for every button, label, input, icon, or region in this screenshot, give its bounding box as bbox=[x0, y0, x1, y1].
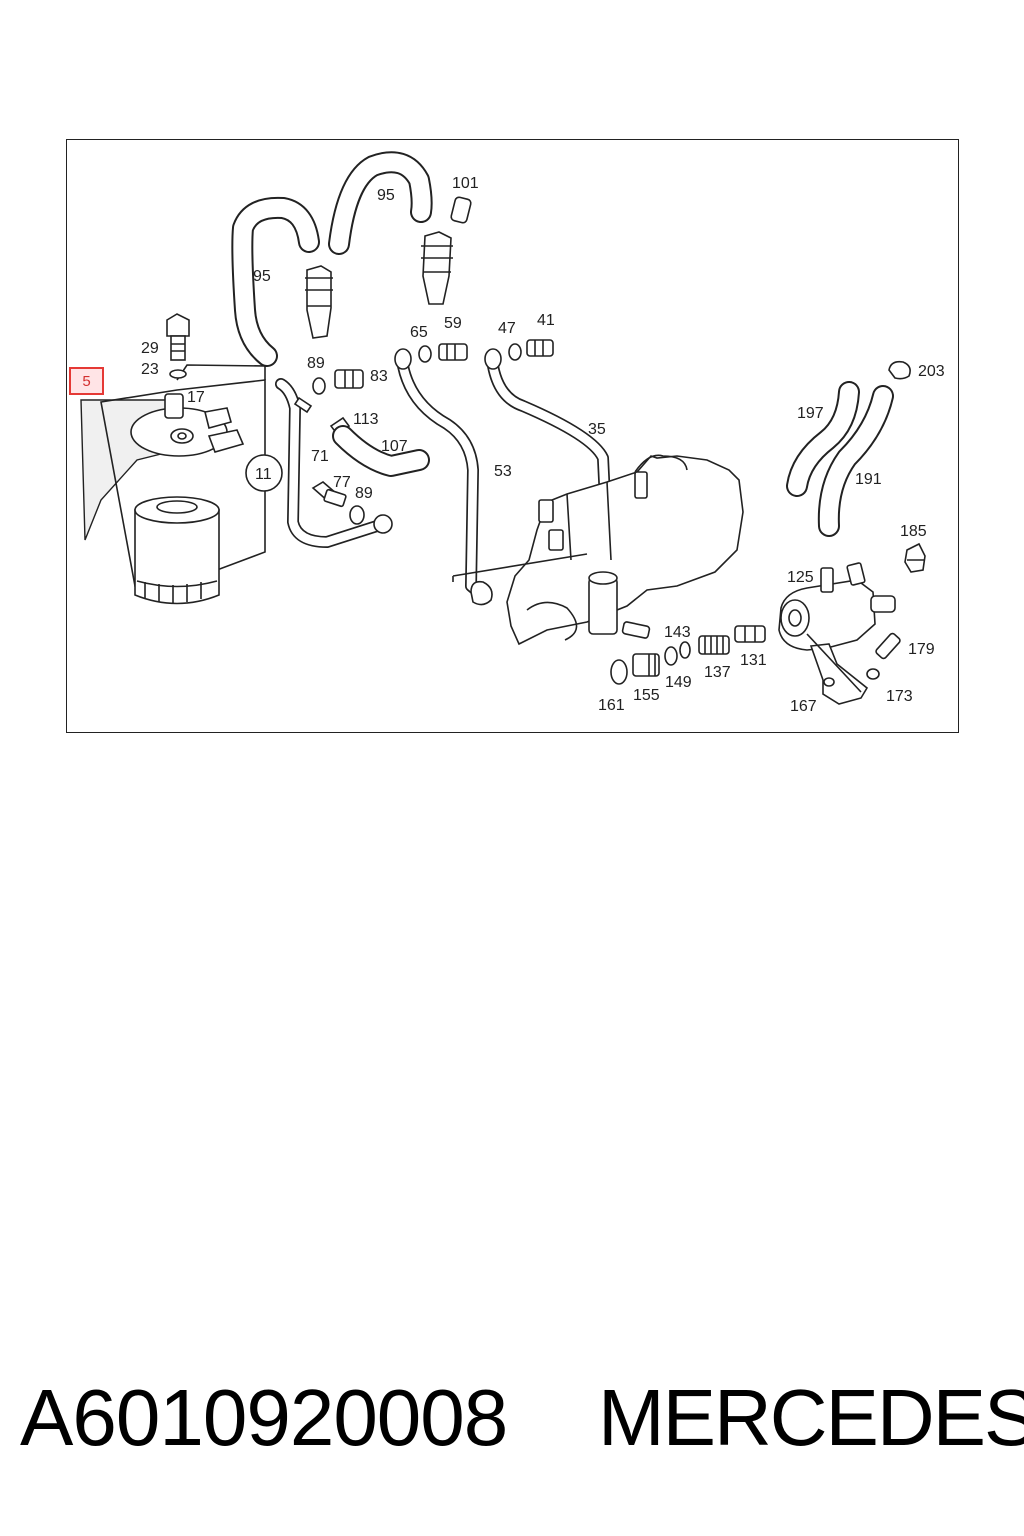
callout-label-101: 101 bbox=[452, 175, 479, 192]
pump-nozzle-stub bbox=[621, 621, 651, 639]
hose-end-101 bbox=[450, 196, 472, 224]
fuel-line-53 bbox=[397, 360, 489, 602]
callout-label-17: 17 bbox=[187, 389, 205, 406]
banjo-bolt-59 bbox=[438, 343, 468, 361]
fuel-system-exploded-diagram: 101 95 95 65 59 47 41 203 29 23 17 89 83… bbox=[80, 151, 945, 715]
seal-ring-23 bbox=[169, 369, 187, 379]
callout-label-197: 197 bbox=[797, 405, 824, 422]
fitting-179 bbox=[875, 632, 901, 660]
fuel-line-71 bbox=[275, 378, 383, 548]
callout-label-53: 53 bbox=[494, 463, 512, 480]
callout-label-59: 59 bbox=[444, 315, 462, 332]
callout-label-137: 137 bbox=[704, 664, 731, 681]
fuel-line-35 bbox=[487, 360, 613, 548]
washer-89-top bbox=[312, 377, 326, 395]
outlet-pipe-right bbox=[870, 595, 896, 613]
callout-label-11: 11 bbox=[255, 466, 272, 483]
callout-label-23: 23 bbox=[141, 361, 159, 378]
callout-label-95: 95 bbox=[377, 187, 395, 204]
callout-label-83: 83 bbox=[370, 368, 388, 385]
banjo-bolt-41 bbox=[526, 339, 554, 357]
injector-left bbox=[305, 265, 333, 339]
callout-label-89: 89 bbox=[307, 355, 325, 372]
callout-label-155: 155 bbox=[633, 687, 660, 704]
washer-89-bottom bbox=[349, 505, 365, 525]
callout-label-35: 35 bbox=[588, 421, 606, 438]
line-71-banjo bbox=[373, 514, 393, 534]
seal-161 bbox=[610, 659, 628, 685]
banjo-bolt-77 bbox=[311, 481, 347, 508]
callout-label-65: 65 bbox=[410, 324, 428, 341]
callout-label-179: 179 bbox=[908, 641, 935, 658]
fitting-185 bbox=[904, 542, 926, 573]
banjo-bolt-83 bbox=[334, 369, 364, 389]
spring-137 bbox=[698, 635, 730, 655]
leakoff-hose-95-right bbox=[328, 151, 433, 255]
valve-housing bbox=[778, 579, 876, 651]
callout-label-149: 149 bbox=[665, 674, 692, 691]
valve-131 bbox=[734, 625, 766, 643]
callout-label-185: 185 bbox=[900, 523, 927, 540]
hose-clamp-203 bbox=[888, 360, 911, 380]
callout-circle-11 bbox=[245, 454, 283, 492]
callout-label-113: 113 bbox=[353, 411, 379, 428]
banjo-bolt-29 bbox=[166, 313, 190, 361]
highlighted-part-callout[interactable]: 5 bbox=[69, 367, 104, 395]
parts-diagram-frame: 101 95 95 65 59 47 41 203 29 23 17 89 83… bbox=[66, 139, 959, 733]
banjo-fitting-65 bbox=[394, 348, 412, 370]
callout-label-47: 47 bbox=[498, 320, 516, 337]
callout-label-143: 143 bbox=[664, 624, 691, 641]
injection-pump-body bbox=[452, 454, 744, 646]
brand-name: MERCEDES bbox=[598, 1373, 1024, 1462]
washer-47 bbox=[508, 343, 522, 361]
hose-107 bbox=[332, 425, 430, 477]
callout-label-161: 161 bbox=[598, 697, 625, 714]
washer-143 bbox=[679, 641, 691, 659]
seal-173 bbox=[866, 668, 880, 680]
fuel-filter-cartridge bbox=[134, 496, 220, 605]
bracket-167 bbox=[806, 633, 869, 705]
callout-label-107: 107 bbox=[381, 438, 408, 455]
hose-197 bbox=[786, 381, 860, 497]
leakoff-hose-95-left bbox=[231, 196, 320, 367]
filter-head bbox=[130, 393, 245, 457]
part-number: A6010920008 bbox=[20, 1373, 508, 1462]
callout-label-191: 191 bbox=[855, 471, 882, 488]
pump-small-detail bbox=[538, 471, 648, 551]
fitting-125 bbox=[820, 562, 866, 593]
callout-label-125: 125 bbox=[787, 569, 814, 586]
callout-label-173: 173 bbox=[886, 688, 913, 705]
callout-label-71: 71 bbox=[311, 448, 329, 465]
pump-outlet-fitting bbox=[588, 571, 618, 635]
washer-59 bbox=[418, 345, 432, 363]
callout-label-77: 77 bbox=[333, 474, 351, 491]
callout-label-89: 89 bbox=[355, 485, 373, 502]
callout-label-131: 131 bbox=[740, 652, 767, 669]
fuel-line-53-banjo bbox=[470, 580, 493, 606]
injector-right bbox=[421, 231, 453, 305]
washer-149 bbox=[664, 646, 678, 666]
callout-label-95: 95 bbox=[253, 268, 271, 285]
callout-label-29: 29 bbox=[141, 340, 159, 357]
hose-191 bbox=[817, 385, 894, 537]
banjo-fitting-47 bbox=[484, 348, 502, 370]
callout-label-167: 167 bbox=[790, 698, 817, 715]
callout-label-41: 41 bbox=[537, 312, 555, 329]
callout-label-203: 203 bbox=[918, 363, 945, 380]
fitting-155 bbox=[632, 653, 660, 677]
